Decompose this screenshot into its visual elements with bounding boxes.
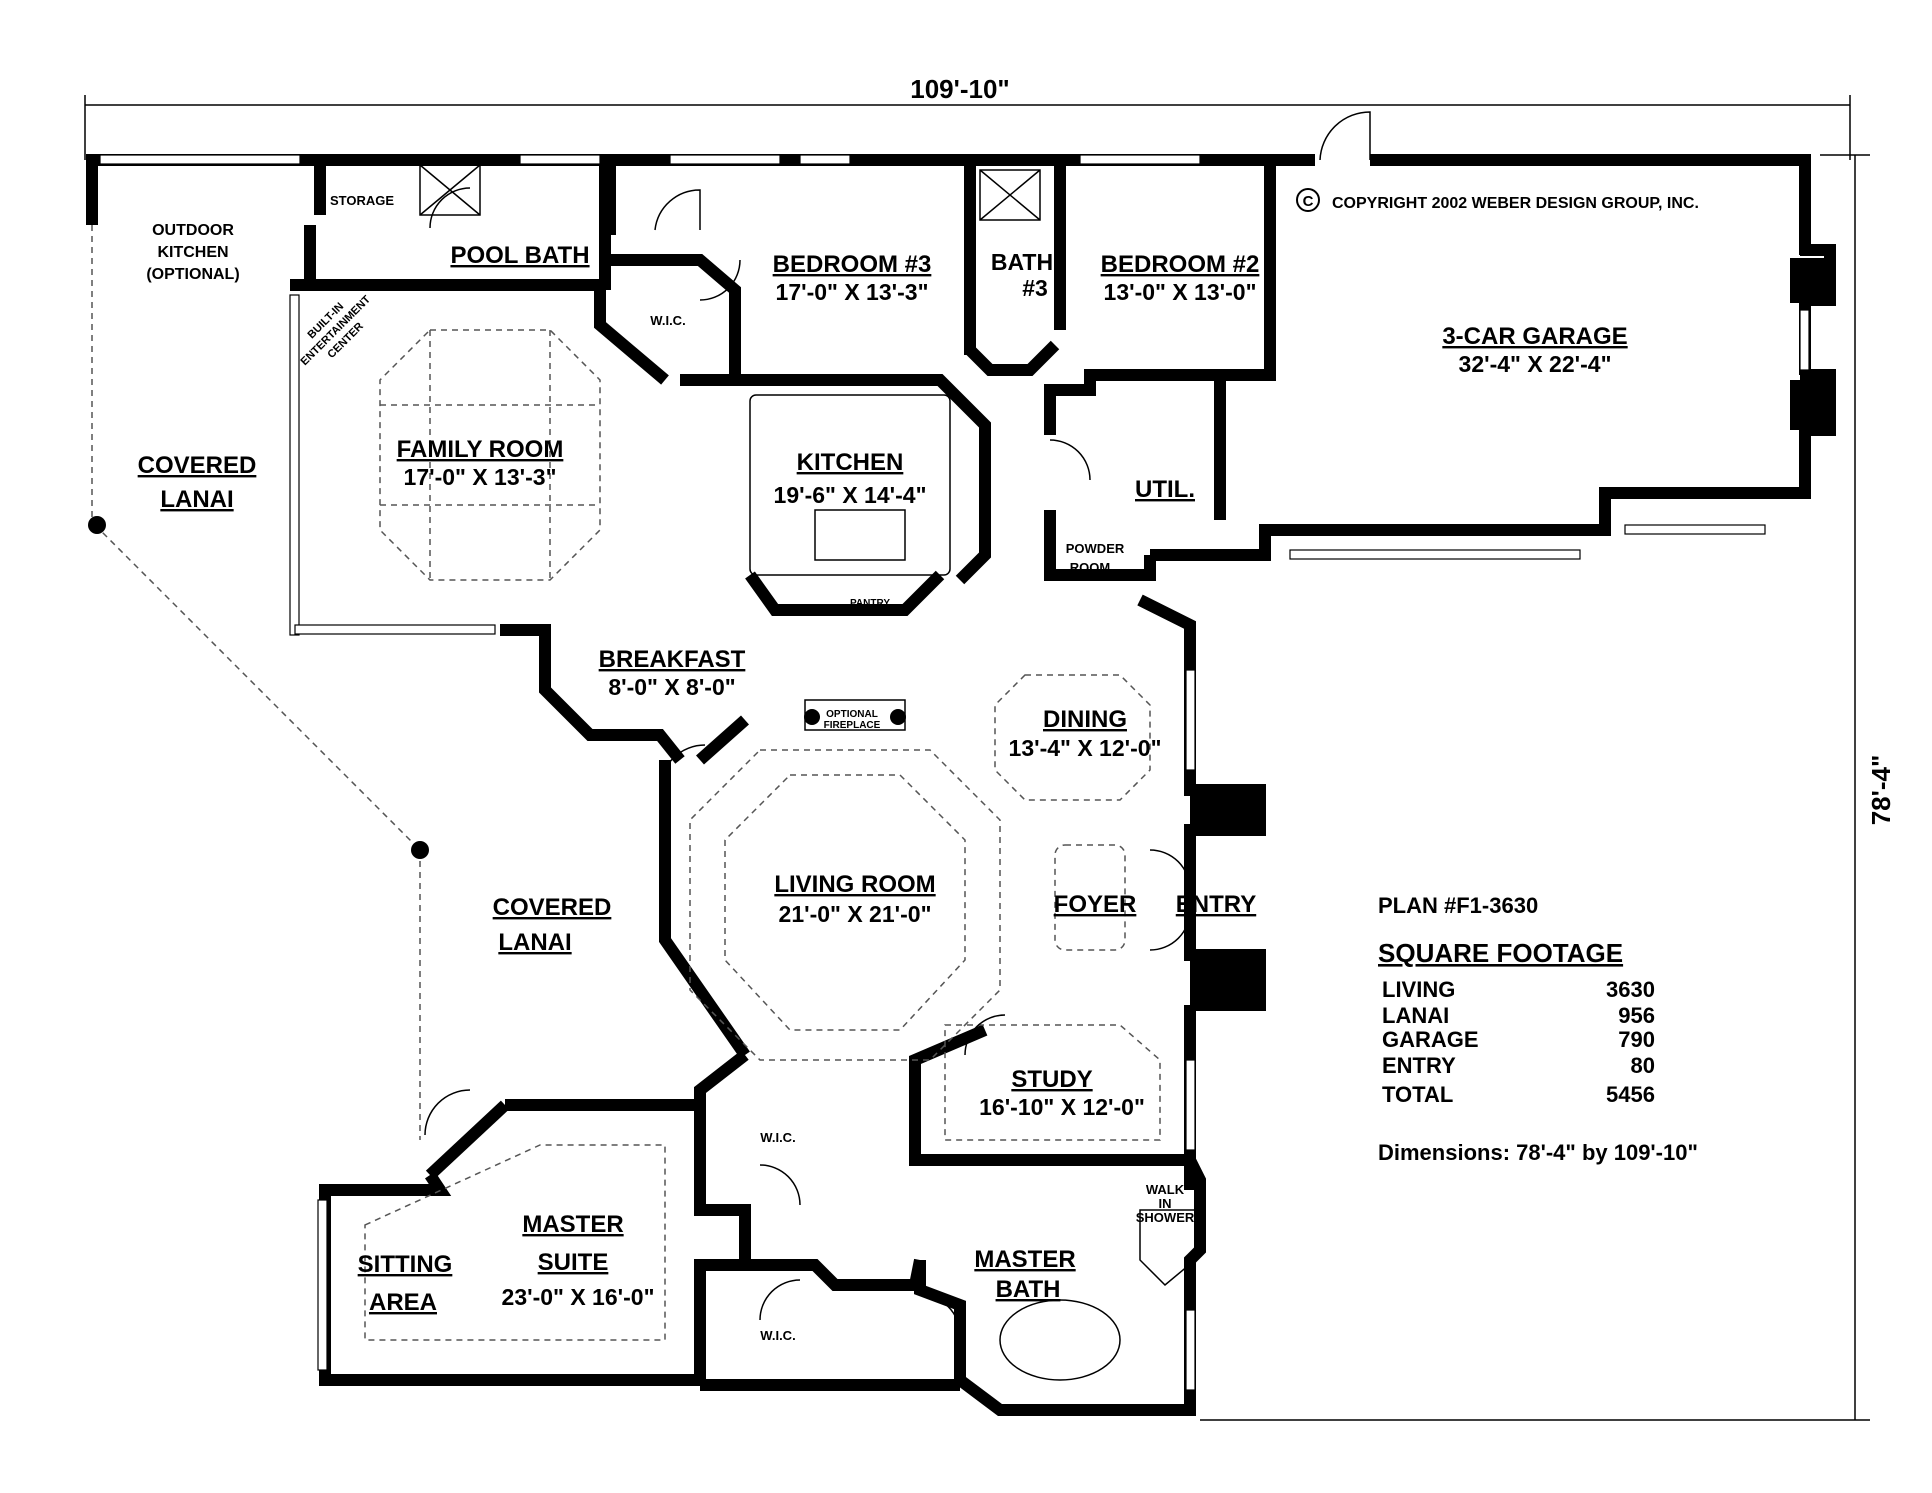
bedroom3-size: 17'-0" X 13'-3": [776, 279, 929, 305]
outdoor-kitchen-label: KITCHEN: [157, 244, 228, 261]
square-footage-heading: SQUARE FOOTAGE: [1378, 938, 1623, 968]
garage-label: 3-CAR GARAGE: [1442, 323, 1627, 350]
overall-width-label: 109'-10": [910, 74, 1009, 104]
walk-in-shower-label: WALK: [1146, 1182, 1185, 1197]
storage-label: STORAGE: [330, 193, 394, 208]
sqft-row-value: 956: [1618, 1003, 1655, 1028]
family-room-label: FAMILY ROOM: [397, 436, 564, 463]
sqft-row-label: LIVING: [1382, 977, 1455, 1002]
bedroom2-size: 13'-0" X 13'-0": [1104, 279, 1257, 305]
shower-fixture: [979, 169, 1041, 221]
ceiling-outlines: [364, 329, 1161, 1341]
walk-in-shower-label: IN: [1159, 1196, 1172, 1211]
walk-in-shower-label: SHOWER: [1136, 1210, 1195, 1225]
covered-lanai-upper-label: LANAI: [160, 486, 233, 513]
kitchen-island: [814, 509, 906, 561]
fireplace-label: FIREPLACE: [824, 720, 881, 731]
wic-master1-label: W.I.C.: [760, 1130, 795, 1145]
covered-lanai-upper-label: COVERED: [138, 452, 257, 479]
outdoor-kitchen-label: OUTDOOR: [152, 222, 234, 239]
sqft-row-label: ENTRY: [1382, 1053, 1456, 1078]
dimension-lines: 109'-10" 78'-4": [84, 74, 1896, 1421]
pantry-label: PANTRY: [850, 598, 890, 609]
sqft-row-value: 3630: [1606, 977, 1655, 1002]
breakfast-label: BREAKFAST: [599, 646, 746, 673]
outdoor-kitchen-label: (OPTIONAL): [146, 266, 239, 283]
master-bath-label: MASTER: [974, 1246, 1075, 1273]
kitchen-size: 19'-6" X 14'-4": [774, 482, 927, 508]
overall-depth-label: 78'-4": [1866, 755, 1896, 826]
garage-size: 32'-4" X 22'-4": [1459, 351, 1612, 377]
windows: [99, 154, 1810, 1391]
study-label: STUDY: [1011, 1066, 1092, 1093]
fireplace-label: OPTIONAL: [826, 709, 878, 720]
covered-lanai-lower-label: COVERED: [493, 894, 612, 921]
sqft-row-value: 5456: [1606, 1082, 1655, 1107]
master-suite-label: SUITE: [538, 1249, 609, 1276]
entry-label: ENTRY: [1176, 891, 1256, 918]
living-room-label: LIVING ROOM: [774, 871, 935, 898]
wic-upper-label: W.I.C.: [650, 313, 685, 328]
sqft-row-label: LANAI: [1382, 1003, 1449, 1028]
bath3-label: BATH: [991, 249, 1053, 275]
dining-label: DINING: [1043, 706, 1127, 733]
dining-size: 13'-4" X 12'-0": [1009, 735, 1162, 761]
bathtub: [999, 1299, 1121, 1381]
copyright: C COPYRIGHT 2002 WEBER DESIGN GROUP, INC…: [1296, 188, 1699, 212]
sqft-row-value: 80: [1631, 1053, 1655, 1078]
kitchen-island-outline: [749, 394, 951, 576]
powder-room-label: ROOM: [1070, 560, 1110, 575]
sqft-row-value: 790: [1618, 1027, 1655, 1052]
master-bath-label: BATH: [996, 1276, 1061, 1303]
family-room-size: 17'-0" X 13'-3": [404, 464, 557, 490]
living-room-size: 21'-0" X 21'-0": [779, 901, 932, 927]
sitting-area-label: AREA: [369, 1289, 437, 1316]
sqft-row-label: GARAGE: [1382, 1027, 1479, 1052]
dimensions-note: Dimensions: 78'-4" by 109'-10": [1378, 1140, 1698, 1165]
breakfast-size: 8'-0" X 8'-0": [608, 674, 735, 700]
doors: [424, 111, 1371, 1336]
room-labels: OUTDOOR KITCHEN (OPTIONAL) STORAGE POOL …: [138, 193, 1628, 1343]
kitchen-label: KITCHEN: [797, 449, 904, 476]
plan-info: PLAN #F1-3630 SQUARE FOOTAGE LIVING 3630…: [1378, 893, 1698, 1165]
plan-number: PLAN #F1-3630: [1378, 893, 1538, 918]
wic-master2-label: W.I.C.: [760, 1328, 795, 1343]
sitting-area-label: SITTING: [358, 1251, 453, 1278]
pool-bath-label: POOL BATH: [450, 242, 589, 269]
garage-column: [1790, 258, 1830, 303]
sqft-row-label: TOTAL: [1382, 1082, 1453, 1107]
lanai-outline: [88, 225, 429, 1140]
walk-in-shower: [1139, 1209, 1196, 1287]
master-suite-size: 23'-0" X 16'-0": [502, 1284, 655, 1310]
powder-room-label: POWDER: [1066, 541, 1125, 556]
copyright-icon: [1296, 188, 1320, 212]
foyer-label: FOYER: [1054, 891, 1137, 918]
column: [88, 516, 106, 534]
study-size: 16'-10" X 12'-0": [979, 1094, 1145, 1120]
copyright-text: COPYRIGHT 2002 WEBER DESIGN GROUP, INC.: [1332, 195, 1699, 212]
bedroom2-label: BEDROOM #2: [1101, 251, 1260, 278]
copyright-symbol: C: [1303, 193, 1314, 210]
bedroom3-label: BEDROOM #3: [773, 251, 932, 278]
column: [411, 841, 429, 859]
shower-fixture: [419, 164, 481, 216]
garage-column: [1790, 380, 1830, 430]
bath3-label: #3: [1022, 275, 1048, 301]
walls: [86, 154, 1836, 1416]
fixtures: [419, 164, 1830, 1381]
covered-lanai-lower-label: LANAI: [498, 929, 571, 956]
master-suite-label: MASTER: [522, 1211, 623, 1238]
util-label: UTIL.: [1135, 476, 1195, 503]
